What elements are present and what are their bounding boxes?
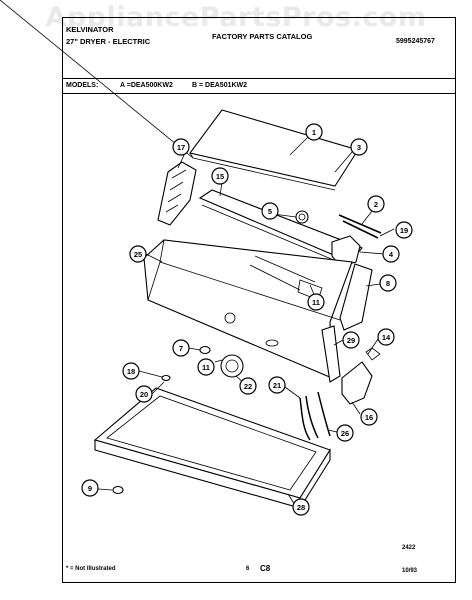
- console-trim: [321, 325, 341, 383]
- timer-knob: [295, 210, 309, 224]
- svg-text:8: 8: [386, 279, 390, 288]
- callout-8: 8: [379, 274, 397, 292]
- page-border: [62, 17, 456, 583]
- end-cap-right: [339, 263, 373, 331]
- svg-text:9: 9: [88, 484, 92, 493]
- svg-text:5: 5: [268, 207, 272, 216]
- svg-text:15: 15: [216, 172, 224, 181]
- callout-2: 2: [367, 195, 385, 213]
- brand-name: KELVINATOR: [66, 25, 114, 34]
- callout-14: 14: [377, 328, 395, 346]
- svg-text:3: 3: [357, 143, 361, 152]
- footnote: * = Not Illustrated: [66, 566, 116, 572]
- model-a: A =DEA500KW2: [120, 82, 173, 89]
- callout-26: 26: [336, 424, 354, 442]
- svg-text:28: 28: [297, 503, 305, 512]
- callout-16: 16: [360, 408, 378, 426]
- callout-7: 7: [172, 339, 190, 357]
- timer: [220, 354, 244, 378]
- svg-text:17: 17: [177, 143, 185, 152]
- callout-29: 29: [342, 331, 360, 349]
- callout-11a: 11: [307, 293, 325, 311]
- svg-text:22: 22: [244, 382, 252, 391]
- callout-18: 18: [122, 362, 140, 380]
- page-number: 6: [246, 566, 250, 572]
- callout-17: 17: [172, 138, 190, 156]
- product-name: 27" DRYER - ELECTRIC: [66, 37, 151, 46]
- header-rule-bottom: [62, 93, 456, 94]
- header-rule-top: [62, 78, 456, 79]
- catalog-title: FACTORY PARTS CATALOG: [212, 32, 313, 41]
- small-knob: [199, 345, 211, 355]
- screw: [161, 374, 171, 382]
- svg-text:18: 18: [127, 367, 135, 376]
- svg-text:4: 4: [389, 250, 394, 259]
- svg-text:1: 1: [312, 128, 316, 137]
- callout-28: 28: [292, 498, 310, 516]
- svg-text:29: 29: [347, 336, 355, 345]
- section-code: C8: [260, 564, 271, 573]
- svg-text:25: 25: [134, 250, 142, 259]
- callout-25: 25: [129, 245, 147, 263]
- svg-text:2: 2: [374, 200, 378, 209]
- push-switch: [331, 235, 361, 267]
- end-cap-left: [157, 161, 197, 226]
- control-panel-back: [198, 189, 363, 263]
- svg-text:16: 16: [365, 413, 373, 422]
- svg-text:11: 11: [202, 363, 210, 372]
- svg-text:26: 26: [341, 429, 349, 438]
- model-b: B = DEA501KW2: [192, 82, 248, 89]
- catalog-part-number: 5995245767: [396, 38, 435, 45]
- svg-text:11: 11: [312, 298, 320, 307]
- callout-4: 4: [382, 245, 400, 263]
- diagram-code: 2422: [402, 545, 416, 551]
- models-label: MODELS:: [66, 82, 99, 89]
- callout-3: 3: [350, 138, 368, 156]
- callout-1: 1: [305, 123, 323, 141]
- svg-text:21: 21: [273, 381, 281, 390]
- svg-text:14: 14: [382, 333, 391, 342]
- callout-5: 5: [261, 202, 279, 220]
- callout-21: 21: [268, 376, 286, 394]
- svg-text:20: 20: [140, 390, 148, 399]
- revision-date: 10/93: [402, 568, 418, 574]
- callout-19: 19: [395, 221, 413, 239]
- callout-11b: 11: [197, 358, 215, 376]
- callout-20: 20: [135, 385, 153, 403]
- callout-22: 22: [239, 377, 257, 395]
- callout-9: 9: [81, 479, 99, 497]
- callout-15: 15: [211, 167, 229, 185]
- svg-text:19: 19: [400, 226, 408, 235]
- lid-screw: [112, 485, 124, 495]
- terminal-block: [341, 361, 373, 405]
- svg-text:7: 7: [179, 344, 183, 353]
